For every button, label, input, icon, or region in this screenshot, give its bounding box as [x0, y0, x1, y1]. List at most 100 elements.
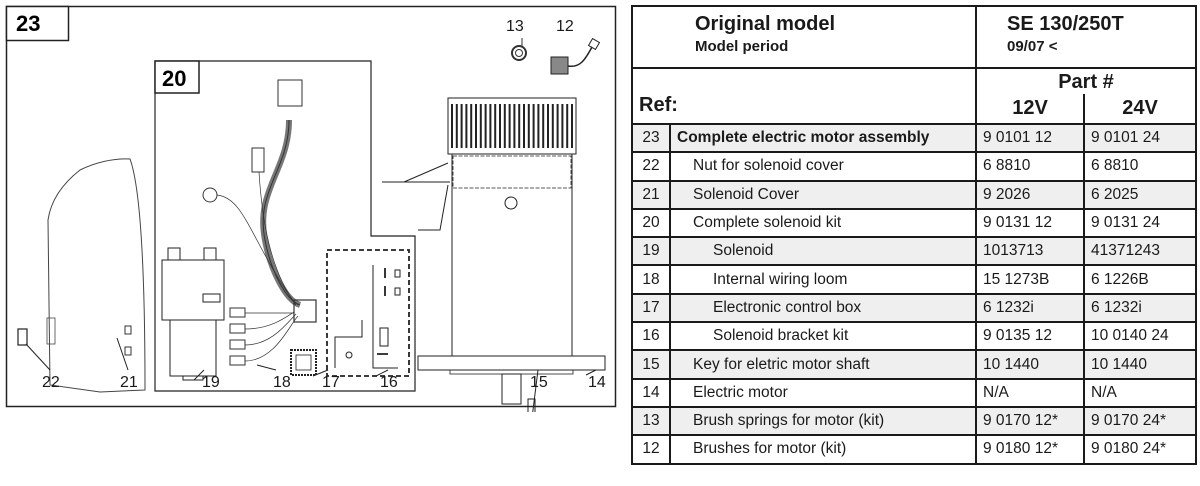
- description-cell: Complete solenoid kit: [669, 207, 977, 239]
- part-12v-cell: 9 2026: [975, 179, 1085, 210]
- solenoid-cover-drawing: [47, 158, 146, 393]
- col-header-12v: 12V: [975, 93, 1085, 126]
- nut-drawing: [17, 328, 28, 346]
- ref-cell: 18: [631, 264, 671, 295]
- description-cell: Brushes for motor (kit): [669, 434, 977, 465]
- assembly-label-box: [5, 5, 70, 42]
- brush-drawing: [550, 37, 601, 75]
- part-24v-cell: 10 1440: [1083, 349, 1197, 380]
- callout-12: 12: [556, 18, 574, 35]
- ref-cell: 21: [631, 179, 671, 210]
- part-24v-cell: N/A: [1083, 377, 1197, 408]
- header-original-model: Original model Model period: [631, 5, 977, 69]
- description-cell: Nut for solenoid cover: [669, 151, 977, 182]
- callout-16: 16: [380, 374, 398, 391]
- electric-motor-drawing: [382, 97, 606, 405]
- solenoid-drawing: [161, 247, 225, 381]
- part-24v-cell: 9 0101 24: [1083, 122, 1197, 154]
- description-cell: Solenoid bracket kit: [669, 321, 977, 352]
- part-24v-cell: 9 0170 24*: [1083, 405, 1197, 437]
- bracket-kit-drawing: [326, 249, 410, 377]
- header-title: Original model: [695, 13, 836, 35]
- header-row-model: Original model Model period SE 130/250T …: [631, 5, 1197, 69]
- description-cell: Electronic control box: [669, 292, 977, 324]
- part-24v-cell: 10 0140 24: [1083, 321, 1197, 352]
- ref-cell: 22: [631, 151, 671, 182]
- exploded-parts-diagram: 23 20: [5, 5, 617, 412]
- part-24v-cell: 9 0131 24: [1083, 207, 1197, 239]
- part-12v-cell: 10 1440: [975, 349, 1085, 380]
- part-12v-cell: 1013713: [975, 236, 1085, 267]
- ref-header-cell: Ref:: [631, 67, 977, 125]
- callout-19: 19: [202, 374, 220, 391]
- kit-label: 20: [162, 66, 186, 91]
- part-12v-cell: N/A: [975, 377, 1085, 408]
- parts-table: Original model Model period SE 130/250T …: [631, 5, 1197, 465]
- callout-14: 14: [588, 374, 606, 391]
- header-model-cell: SE 130/250T 09/07 <: [975, 5, 1197, 69]
- assembly-label: 23: [16, 11, 40, 36]
- model-period: 09/07 <: [1007, 38, 1058, 55]
- ref-cell: 17: [631, 292, 671, 324]
- description-cell: Complete electric motor assembly: [669, 122, 977, 154]
- callout-13: 13: [506, 18, 524, 35]
- col-header-24v: 24V: [1083, 93, 1197, 126]
- diagram-frame: [5, 5, 617, 408]
- ref-cell: 16: [631, 321, 671, 352]
- brush-spring-drawing: [511, 38, 527, 61]
- part-12v-cell: 9 0131 12: [975, 207, 1085, 239]
- part-12v-cell: 9 0180 12*: [975, 434, 1085, 465]
- header-row-voltage: 12V 24V: [632, 93, 1197, 126]
- ref-header: Ref:: [639, 94, 678, 116]
- callout-17: 17: [322, 374, 340, 391]
- part-12v-cell: 15 1273B: [975, 264, 1085, 295]
- kit-label-box: [154, 60, 200, 94]
- solenoid-kit-outline: [154, 60, 416, 392]
- part-12v-cell: 6 8810: [975, 151, 1085, 182]
- callout-22: 22: [42, 374, 60, 391]
- part-24v-cell: 6 2025: [1083, 179, 1197, 210]
- ref-cell: 19: [631, 236, 671, 267]
- ref-cell: 13: [631, 405, 671, 437]
- callout-21: 21: [120, 374, 138, 391]
- part-header: Part #: [975, 67, 1197, 94]
- part-24v-cell: 41371243: [1083, 236, 1197, 267]
- part-12v-cell: 9 0101 12: [975, 122, 1085, 154]
- part-24v-cell: 6 1226B: [1083, 264, 1197, 295]
- part-12v-cell: 9 0135 12: [975, 321, 1085, 352]
- description-cell: Electric motor: [669, 377, 977, 408]
- part-12v-cell: 6 1232i: [975, 292, 1085, 324]
- callout-18: 18: [273, 374, 291, 391]
- callout-15: 15: [530, 374, 548, 391]
- header-row-part: Ref: Part #: [631, 67, 1197, 125]
- wiring-loom-drawing: [202, 79, 317, 366]
- part-24v-cell: 6 1232i: [1083, 292, 1197, 324]
- ref-cell: 12: [631, 434, 671, 465]
- model-name: SE 130/250T: [1007, 13, 1124, 35]
- part-12v-cell: 9 0170 12*: [975, 405, 1085, 437]
- leader-lines: [25, 337, 597, 412]
- description-cell: Internal wiring loom: [669, 264, 977, 295]
- key-drawing: [527, 398, 536, 412]
- part-24v-cell: 9 0180 24*: [1083, 434, 1197, 465]
- header-subtitle: Model period: [695, 38, 789, 55]
- description-cell: Key for eletric motor shaft: [669, 349, 977, 380]
- ref-cell: 23: [631, 122, 671, 154]
- ref-cell: 14: [631, 377, 671, 408]
- description-cell: Solenoid: [669, 236, 977, 267]
- part-24v-cell: 6 8810: [1083, 151, 1197, 182]
- control-box-drawing: [290, 349, 317, 376]
- ref-cell: 20: [631, 207, 671, 239]
- description-cell: Solenoid Cover: [669, 179, 977, 210]
